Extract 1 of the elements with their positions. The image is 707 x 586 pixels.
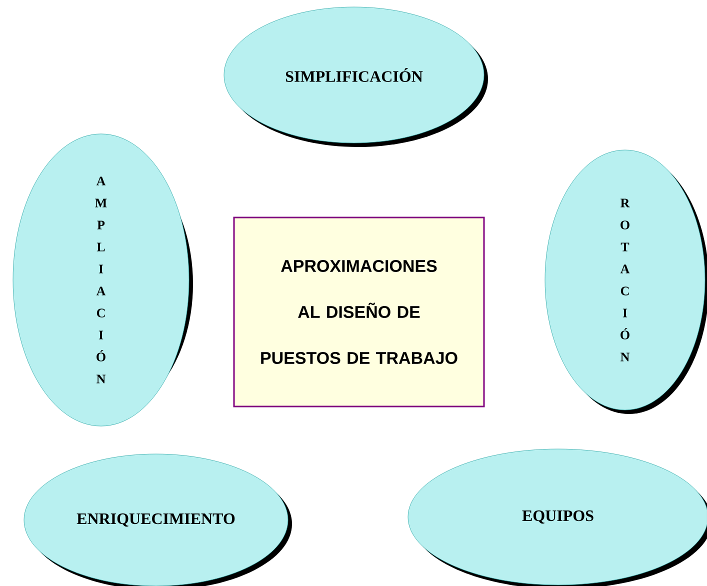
title-box: APROXIMACIONES AL DISEÑO DE PUESTOS DE TRABAJO: [233, 216, 485, 408]
